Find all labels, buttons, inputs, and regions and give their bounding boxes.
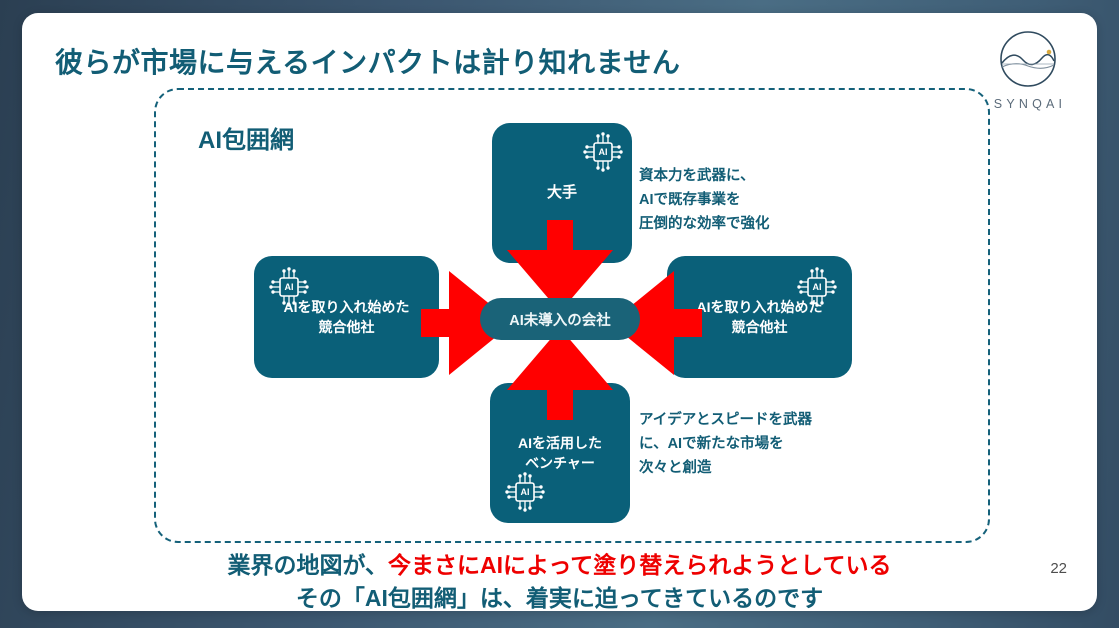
node-label: 大手 <box>546 184 577 202</box>
caption-line-1: 業界の地図が、今まさにAIによって塗り替えられようとしている <box>22 549 1097 582</box>
node-label: AIを取り入れ始めた 競合他社 <box>283 298 410 335</box>
ai-chip-icon: AI <box>269 267 309 307</box>
arrow-left-icon <box>610 271 702 375</box>
diagram-heading: AI包囲網 <box>198 127 294 154</box>
arrow-up-icon <box>507 328 613 420</box>
diagram-frame: AI包囲網 <box>154 88 990 543</box>
node-label: AIを活用した ベンチャー <box>518 434 602 471</box>
node-label: AIを取り入れ始めた 競合他社 <box>696 298 823 335</box>
slide-caption: 業界の地図が、今まさにAIによって塗り替えられようとしている その「AI包囲網」… <box>22 549 1097 611</box>
brand-wordmark: SYNQAI <box>993 97 1067 111</box>
caption-accent: 今まさにAIによって塗り替えられようとしている <box>388 552 892 578</box>
ai-chip-icon: AI <box>797 267 837 307</box>
ai-chip-icon: AI <box>583 132 623 172</box>
arrow-down-icon <box>507 220 613 312</box>
brand-logo: SYNQAI <box>985 27 1071 119</box>
page-title: 彼らが市場に与えるインパクトは計り知れません <box>55 47 681 78</box>
synqai-circle-wave-logo <box>1000 31 1056 87</box>
arrow-right-icon <box>421 271 513 375</box>
callout-ai-venture: アイデアとスピードを武器 に、AIで新たな市場を 次々と創造 <box>639 412 812 476</box>
svg-text:AI: AI <box>599 147 608 157</box>
svg-text:AI: AI <box>521 487 530 497</box>
svg-text:AI: AI <box>285 282 294 292</box>
page-number: 22 <box>1050 560 1067 577</box>
ai-chip-icon: AI <box>505 472 545 512</box>
callout-large-enterprise: 資本力を武器に、 AIで既存事業を 圧倒的な効率で強化 <box>639 168 770 232</box>
caption-line-2: その「AI包囲網」は、着実に迫ってきているのです <box>295 584 824 611</box>
slide-card: 彼らが市場に与えるインパクトは計り知れません SYNQAI AI包囲網 <box>22 13 1097 611</box>
caption-lead: 業界の地図が、 <box>227 552 389 578</box>
node-competitor-left[interactable]: AI AIを取り入れ始めた 競合他社 <box>254 256 439 378</box>
node-center-company[interactable]: AI未導入の会社 <box>480 298 640 340</box>
svg-text:AI: AI <box>813 282 822 292</box>
